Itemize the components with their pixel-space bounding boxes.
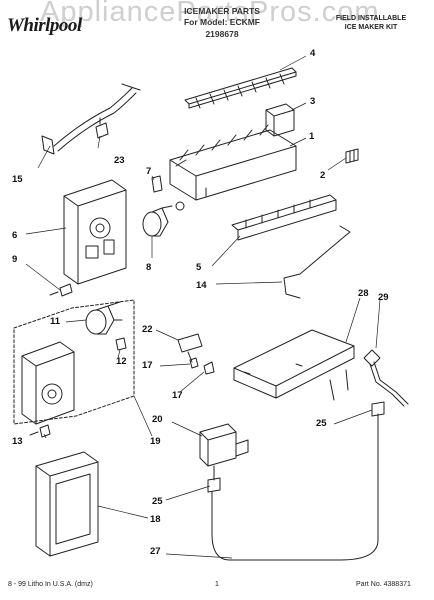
watermark: AppliancePartsPros.com (40, 0, 380, 28)
screw-part-9 (49, 283, 73, 297)
control-housing-part (63, 179, 127, 285)
callout-22: 22 (142, 324, 153, 335)
callout-25b: 25 (152, 496, 163, 507)
diagram-title: ICEMAKER PARTS (184, 6, 260, 16)
ejector-bar-part (184, 67, 297, 109)
cover-bracket-part (265, 103, 295, 137)
ice-stripper-part (231, 194, 337, 241)
callout-28: 28 (358, 288, 369, 299)
brand-logo: Whirlpool (7, 15, 82, 36)
callout-23: 23 (114, 155, 125, 166)
callout-9: 9 (12, 254, 18, 265)
fill-cup-bracket-part (233, 329, 355, 401)
module-housing-part (21, 341, 75, 425)
callout-17a: 17 (142, 360, 153, 371)
footer-part-number: Part No. 4388371 (356, 581, 411, 588)
callout-18: 18 (150, 514, 161, 525)
callout-15: 15 (12, 174, 23, 185)
kit-subtitle: ICE MAKER KIT (344, 24, 398, 31)
callout-12: 12 (116, 356, 127, 367)
screw-part-12 (115, 337, 127, 351)
callout-5: 5 (196, 262, 202, 273)
callout-13: 13 (12, 436, 23, 447)
clamp-part-upper (371, 401, 385, 417)
callout-25a: 25 (316, 418, 327, 429)
footer-print-info: 8 - 99 Litho In U.S.A. (dmz) (8, 581, 93, 588)
screw-part-23 (95, 117, 109, 139)
water-line-part (211, 413, 379, 561)
callout-7: 7 (146, 166, 152, 177)
callout-2: 2 (320, 170, 326, 181)
shutoff-arm-part (283, 225, 351, 299)
callout-6: 6 (12, 230, 18, 241)
callout-4: 4 (310, 48, 316, 59)
motor-part (142, 205, 173, 237)
wiring-harness-part (41, 83, 141, 155)
kit-title: FIELD INSTALLABLE (335, 15, 407, 22)
callout-8: 8 (146, 262, 152, 273)
part-number-header: 2198678 (205, 29, 239, 39)
callout-20: 20 (152, 414, 163, 425)
motor-part-11 (85, 301, 123, 335)
callout-3: 3 (310, 96, 316, 107)
callout-17b: 17 (172, 390, 183, 401)
fill-tube-part (363, 349, 409, 407)
callout-11: 11 (50, 316, 61, 327)
clamp-part-lower (207, 477, 221, 493)
footer-page-number: 1 (215, 581, 219, 588)
screw-part-17b (203, 361, 215, 375)
callout-14: 14 (196, 280, 207, 291)
clip-part (345, 148, 359, 164)
callout-29: 29 (378, 292, 389, 303)
ice-mold-part (169, 124, 297, 211)
screw-part-13 (29, 424, 51, 438)
water-valve-part (199, 423, 249, 481)
callout-27: 27 (150, 546, 161, 557)
thermostat-part (177, 333, 203, 363)
model-label: For Model: ECKMF (183, 17, 261, 27)
fastener-part-7 (151, 175, 163, 193)
panel-part-18 (35, 451, 99, 557)
callout-19: 19 (150, 436, 161, 447)
callout-1: 1 (309, 131, 315, 142)
screw-part-17a (189, 357, 199, 369)
